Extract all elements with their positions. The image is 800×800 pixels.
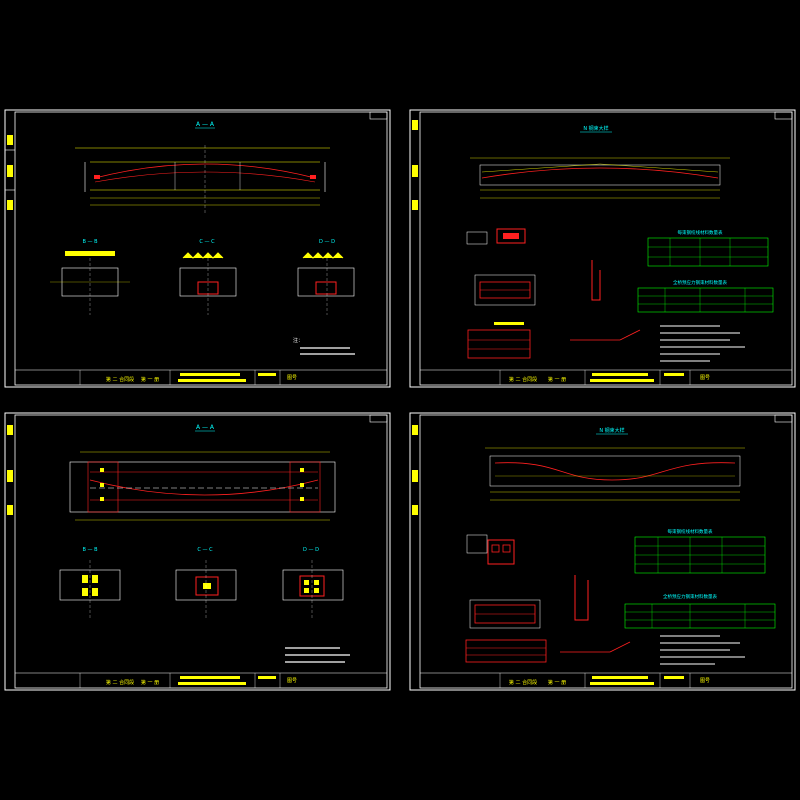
- sheet-2-table-1-title: 每束钢绞线材料数量表: [678, 229, 723, 236]
- sheet-4-table-2: 全桥预应力钢束材料数量表: [624, 593, 776, 629]
- sheet-2-bent-bar: [570, 260, 641, 341]
- sheet-1-section-title: A — A: [196, 121, 215, 128]
- sheet-4-title-left: 第 二 合同段: [509, 679, 537, 686]
- sheet-1-border: [14, 111, 388, 386]
- sheet-1-notes: 注：: [293, 337, 355, 355]
- sheet-4-small-table: [465, 639, 547, 663]
- sheet-2-title-left: 第 二 合同段: [509, 376, 537, 383]
- sheet-4-tendon-elevation: [485, 447, 745, 501]
- sheet-3-border: [14, 414, 388, 689]
- sheet-1-title-left: 第 二 合同段: [106, 376, 134, 383]
- sheet-3-sheet-label: 图号: [287, 678, 297, 684]
- sheet-3-section-title: A — A: [196, 424, 215, 431]
- sheet-3-section-c-title: C — C: [197, 547, 213, 553]
- sheet-2-tendon-elevation: [470, 157, 730, 199]
- sheet-4-sheet-label: 图号: [700, 678, 710, 684]
- sheet-2-notes: [660, 325, 745, 362]
- sheet-1-frame: [4, 109, 391, 388]
- sheet-2-sheet-label: 图号: [700, 375, 710, 381]
- sheet-2-title-mid: 第 一 册: [548, 376, 566, 383]
- sheet-2-border: [419, 111, 793, 386]
- sheet-3-frame: [4, 412, 391, 691]
- sheet-1-notes-title: 注：: [293, 337, 303, 344]
- sheet-4: N 钢束大样 每束钢绞: [409, 412, 796, 691]
- sheet-1-corner-box: [369, 111, 388, 120]
- sheet-4-table-1: 每束钢绞线材料数量表: [634, 528, 766, 574]
- sheet-2-title-block: 第 二 合同段 第 一 册 图号: [420, 369, 792, 385]
- sheet-4-table-1-title: 每束钢绞线材料数量表: [668, 528, 713, 535]
- sheet-2-table-2-title: 全桥预应力钢束材料数量表: [673, 279, 727, 286]
- sheet-4-frame: [409, 412, 796, 691]
- sheet-3-beam-plan: [69, 451, 336, 521]
- sheet-1-section-d-title: D — D: [319, 239, 335, 245]
- sheet-3-section-c: C — C: [175, 547, 237, 620]
- sheet-2-table-1: 每束钢绞线材料数量表: [647, 229, 769, 267]
- sheet-1-sheet-label: 图号: [287, 375, 297, 381]
- sheet-4-title-mid: 第 一 册: [548, 679, 566, 686]
- sheet-3-title-block: 第 二 合同段 第 一 册 图号: [15, 672, 387, 688]
- sheet-4-side-strip: [412, 425, 418, 515]
- sheet-1-side-strip: [5, 135, 15, 210]
- sheet-1-beam-elevation: [75, 145, 330, 215]
- sheet-1-section-b-title: B — B: [82, 239, 98, 245]
- sheet-3-section-b: B — B: [59, 547, 121, 620]
- sheet-2-section-title: N 钢束大样: [583, 125, 608, 132]
- sheet-1-section-c: C — C: [179, 239, 237, 315]
- sheet-4-table-2-title: 全桥预应力钢束材料数量表: [663, 593, 717, 600]
- sheet-4-title-block: 第 二 合同段 第 一 册 图号: [420, 672, 792, 688]
- sheet-2-frame: [409, 109, 796, 388]
- sheet-1-tendon-curve: [94, 163, 316, 179]
- sheet-3-section-d-title: D — D: [303, 547, 319, 553]
- sheet-4-notes: [660, 635, 745, 665]
- sheet-3-section-b-title: B — B: [82, 547, 98, 553]
- sheet-3: A — A B — B: [4, 412, 391, 691]
- sheet-2-side-strip: [412, 120, 418, 210]
- sheet-2: N 钢束大样: [409, 109, 796, 388]
- sheet-3-title-left: 第 二 合同段: [106, 679, 134, 686]
- sheet-1-section-d: D — D: [297, 239, 355, 315]
- sheet-2-small-table: [467, 322, 531, 359]
- sheet-1: A — A B — B C — C: [4, 109, 391, 388]
- sheet-2-table-2: 全桥预应力钢束材料数量表: [637, 279, 774, 313]
- sheet-3-title-mid: 第 一 册: [141, 679, 159, 686]
- sheet-4-border: [419, 414, 793, 689]
- sheet-4-anchor-detail: [466, 534, 541, 629]
- sheet-1-title-block: 第 二 合同段 第 一 册 图号: [15, 369, 387, 385]
- sheet-1-section-c-title: C — C: [199, 239, 215, 245]
- sheet-3-section-d: D — D: [282, 547, 344, 620]
- sheet-3-side-strip: [7, 425, 13, 515]
- sheet-4-bent-bar: [560, 575, 631, 653]
- sheet-1-title-mid: 第 一 册: [141, 376, 159, 383]
- sheet-1-section-b: B — B: [50, 239, 130, 315]
- sheet-3-notes: [285, 647, 350, 663]
- sheet-4-section-title: N 钢束大样: [599, 427, 624, 434]
- sheet-2-anchor-detail: [466, 228, 536, 306]
